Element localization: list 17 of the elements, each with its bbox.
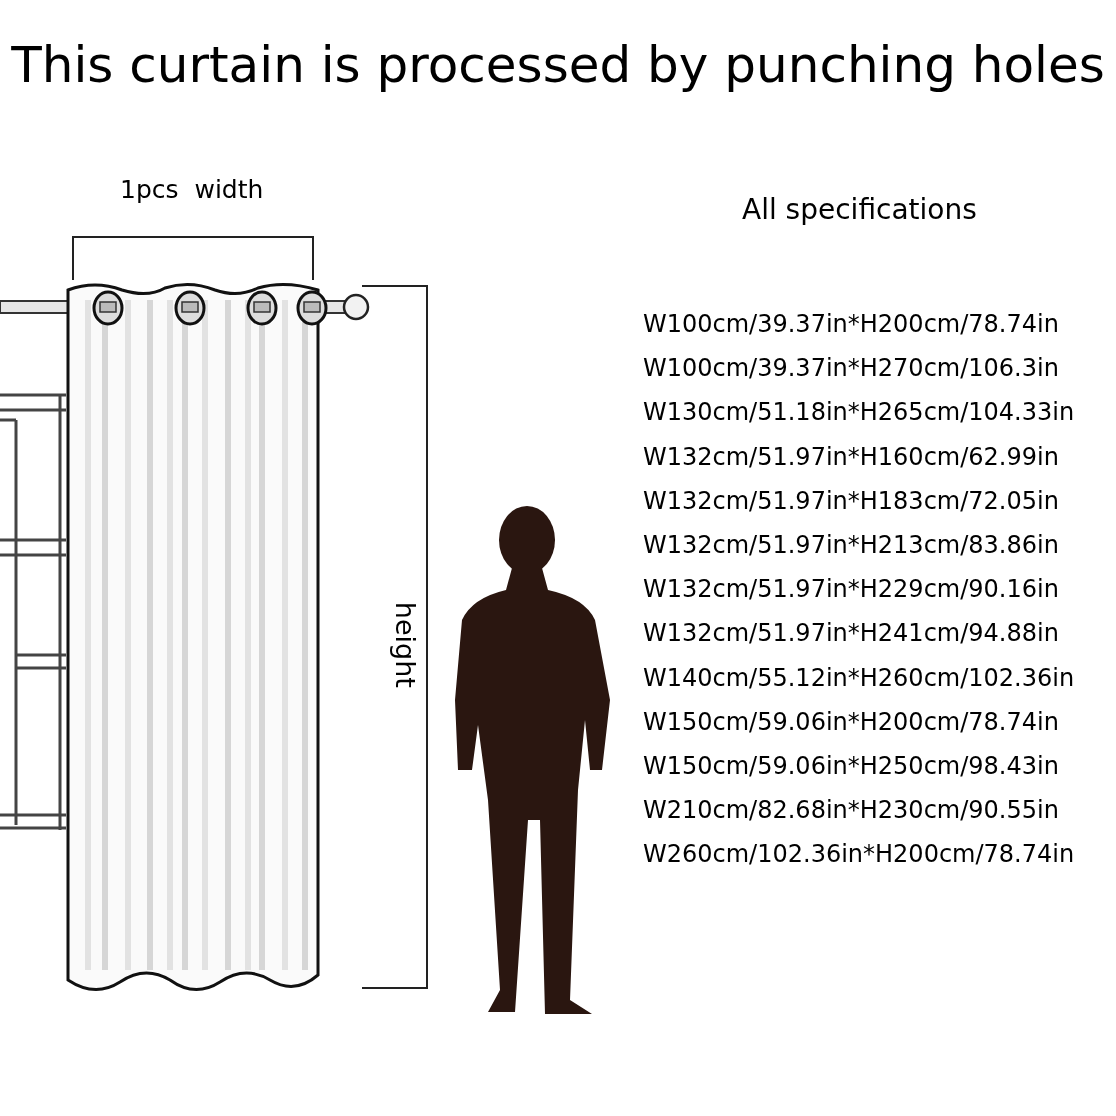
list-heading: All specifications <box>742 195 977 226</box>
size-spec: W132cm/51.97in*H241cm/94.88in <box>643 620 1059 647</box>
size-spec: W132cm/51.97in*H160cm/62.99in <box>643 443 1059 470</box>
size-spec: W150cm/59.06in*H250cm/98.43in <box>643 753 1059 780</box>
size-spec: W130cm/51.18in*H265cm/104.33in <box>643 399 1075 426</box>
size-spec: W140cm/55.12in*H260cm/102.36in <box>643 664 1075 691</box>
size-spec: W150cm/59.06in*H200cm/78.74in <box>643 708 1059 736</box>
size-spec: W132cm/51.97in*H213cm/83.86in <box>643 532 1059 559</box>
size-spec: W132cm/51.97in*H183cm/72.05in <box>643 487 1059 515</box>
size-spec: W260cm/102.36in*H200cm/78.74in <box>643 841 1075 868</box>
size-spec: W132cm/51.97in*H229cm/90.16in <box>643 576 1059 603</box>
size-spec: W100cm/39.37in*H200cm/78.74in <box>643 311 1059 338</box>
size-spec: W100cm/39.37in*H270cm/106.3in <box>643 355 1059 382</box>
dimension-label: 1pcs width <box>120 176 264 204</box>
dimension-label: height <box>390 601 420 688</box>
title: This curtain is processed by punching holes <box>10 38 1106 93</box>
size-spec: W210cm/82.68in*H230cm/90.55in <box>643 797 1059 824</box>
